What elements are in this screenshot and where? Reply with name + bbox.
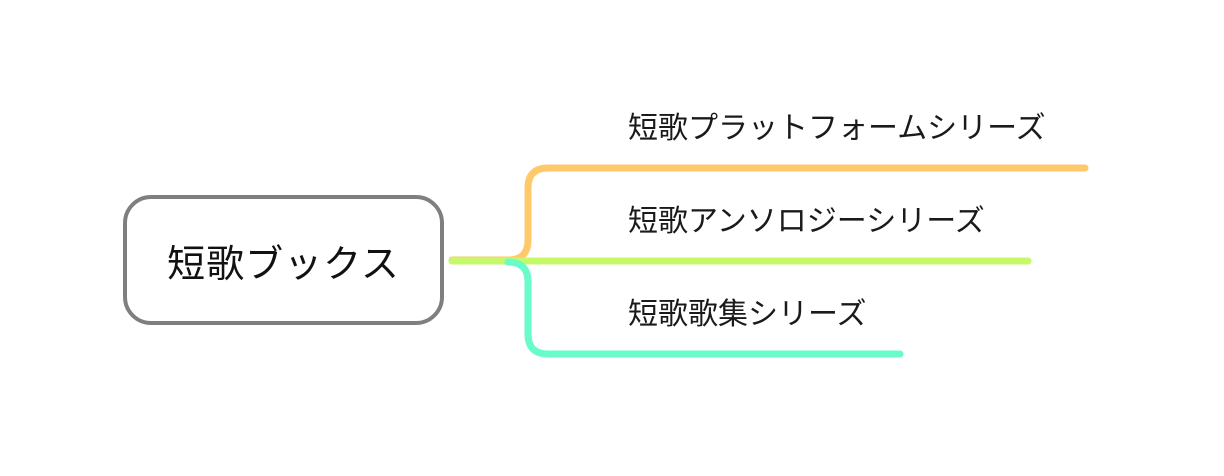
- branch-label-kashu-series[interactable]: 短歌歌集シリーズ: [628, 297, 867, 332]
- connector-branch-3: [504, 258, 904, 358]
- root-node[interactable]: 短歌ブックス: [123, 195, 444, 325]
- branch-label-anthology-series[interactable]: 短歌アンソロジーシリーズ: [628, 204, 985, 239]
- branch-label-platform-series[interactable]: 短歌プラットフォームシリーズ: [628, 111, 1046, 146]
- root-node-label: 短歌ブックス: [167, 241, 400, 286]
